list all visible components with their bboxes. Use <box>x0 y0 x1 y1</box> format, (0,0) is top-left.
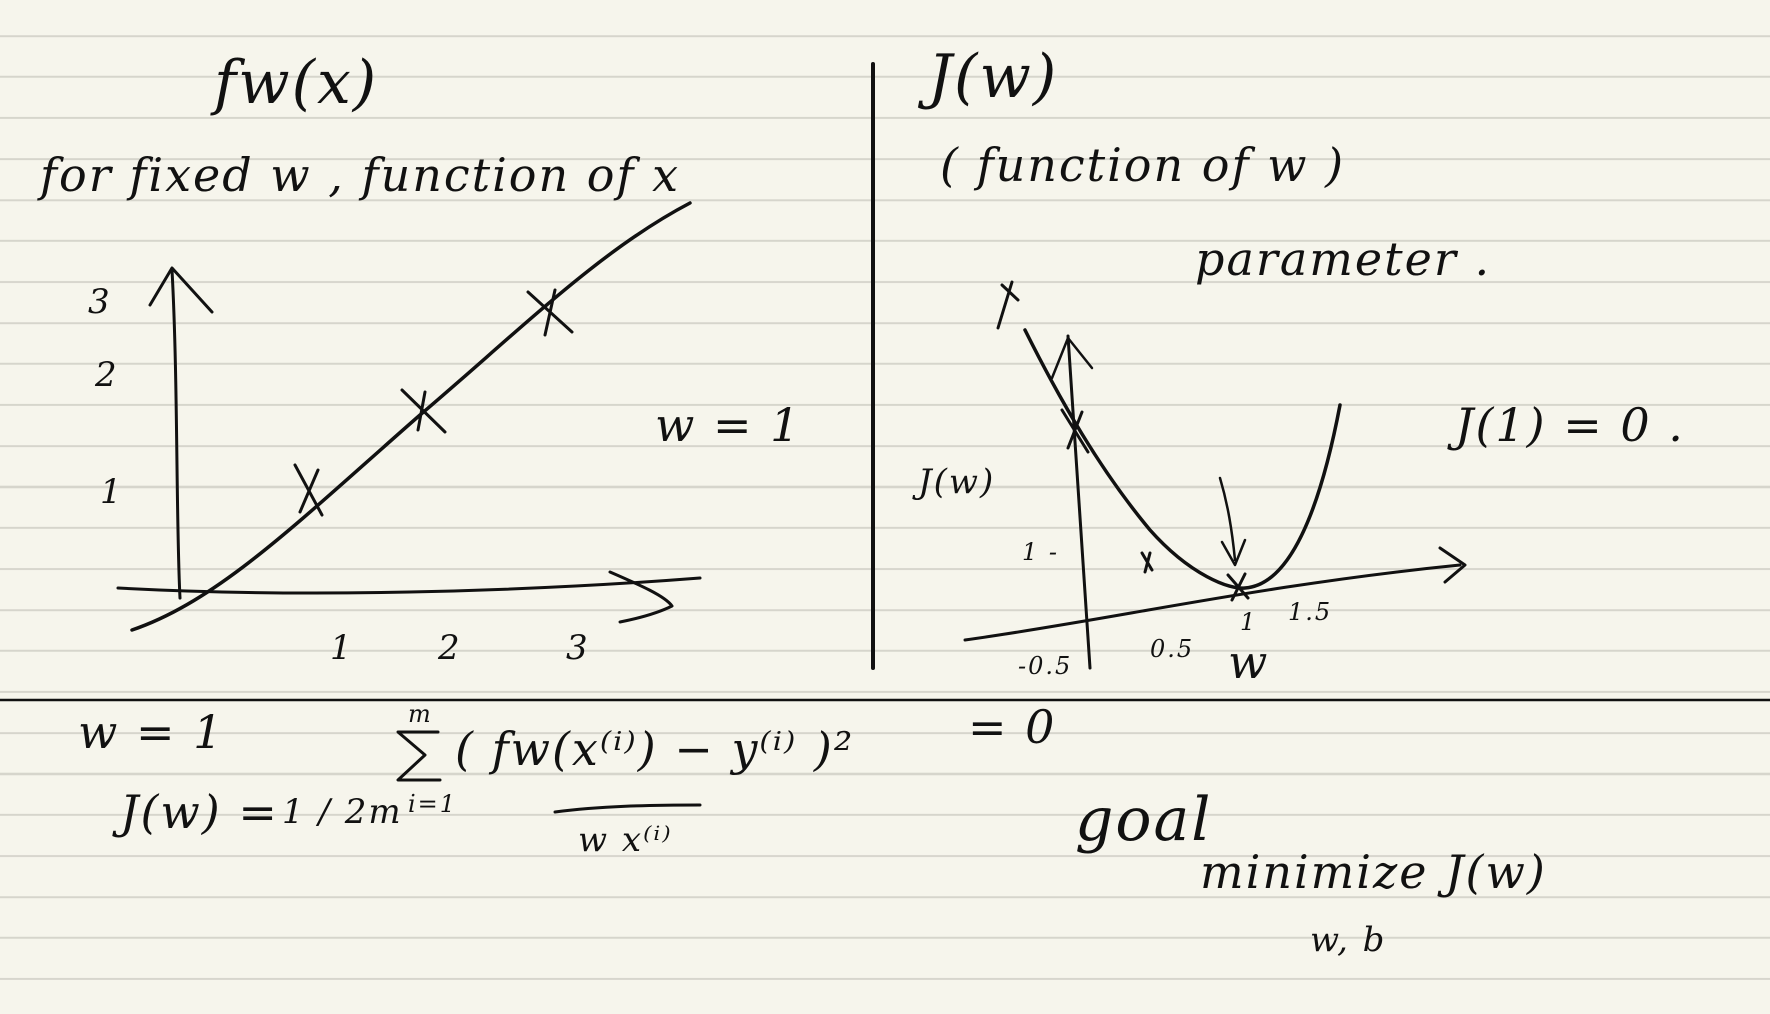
goal-label: goal <box>1075 785 1213 855</box>
right-x-tick-half: 0.5 <box>1150 635 1195 663</box>
right-x-tick-neg-half: -0.5 <box>1018 652 1073 680</box>
left-fit-line <box>130 201 692 632</box>
w-value-label: w = 1 <box>655 398 802 452</box>
right-y-tick: 1 - <box>1022 538 1060 566</box>
cost-function-lhs: J(w) = <box>120 785 279 839</box>
data-point-3 <box>526 288 574 337</box>
right-x-tick-three-half: 1.5 <box>1288 598 1333 626</box>
y-tick-1: 1 <box>100 472 124 512</box>
right-y-arrowhead <box>1050 336 1094 380</box>
left-graph-subtitle: for fixed w , function of x <box>40 148 681 202</box>
cost-summand: ( fw(x⁽ⁱ⁾) − y⁽ⁱ⁾ )² <box>455 722 855 776</box>
cost-point-3 <box>1226 572 1250 602</box>
left-graph-title: fw(x) <box>214 48 379 118</box>
min-arrow <box>1218 476 1247 567</box>
data-point-2 <box>400 388 447 434</box>
right-x-axis-label: w <box>1228 635 1270 689</box>
data-point-1 <box>293 463 324 517</box>
left-data-points <box>293 288 574 517</box>
cost-point-2 <box>1060 408 1090 454</box>
cost-point-4 <box>1140 551 1154 574</box>
cost-point-1 <box>996 280 1020 330</box>
right-x-arrowhead <box>1438 546 1467 584</box>
right-graph-title: J(w) <box>928 42 1059 112</box>
y-tick-3: 3 <box>88 282 112 322</box>
left-x-arrowhead <box>608 570 674 624</box>
sum-symbol <box>396 730 442 782</box>
x-tick-3: 3 <box>566 628 590 668</box>
left-y-arrowhead <box>148 266 214 314</box>
right-y-axis-label: J(w) <box>918 462 996 502</box>
y-tick-2: 2 <box>95 355 119 395</box>
cost-curve <box>1023 328 1342 590</box>
right-y-axis <box>1066 334 1092 670</box>
minimize-label: minimize J(w) <box>1200 845 1547 899</box>
right-x-axis <box>963 563 1462 642</box>
right-graph-subtitle: ( function of w ) <box>940 138 1346 192</box>
x-tick-2: 2 <box>438 628 462 668</box>
w-equals-one: w = 1 <box>78 705 225 759</box>
underbrace-note: w x⁽ⁱ⁾ <box>578 820 673 860</box>
cost-fraction: 1 / 2m <box>282 792 403 832</box>
left-y-axis <box>170 268 182 600</box>
right-x-tick-one: 1 <box>1240 608 1258 636</box>
underbrace <box>553 803 702 814</box>
left-x-axis <box>116 576 702 595</box>
parameter-note: parameter . <box>1195 232 1492 286</box>
cost-points <box>996 280 1250 602</box>
sum-lower-limit: i=1 <box>408 790 458 818</box>
cost-equals-zero: = 0 <box>968 700 1057 754</box>
sum-upper-limit: m <box>408 700 433 728</box>
x-tick-1: 1 <box>330 628 354 668</box>
minimize-subscript: w, b <box>1310 920 1387 960</box>
cost-result: J(1) = 0 . <box>1455 398 1685 452</box>
